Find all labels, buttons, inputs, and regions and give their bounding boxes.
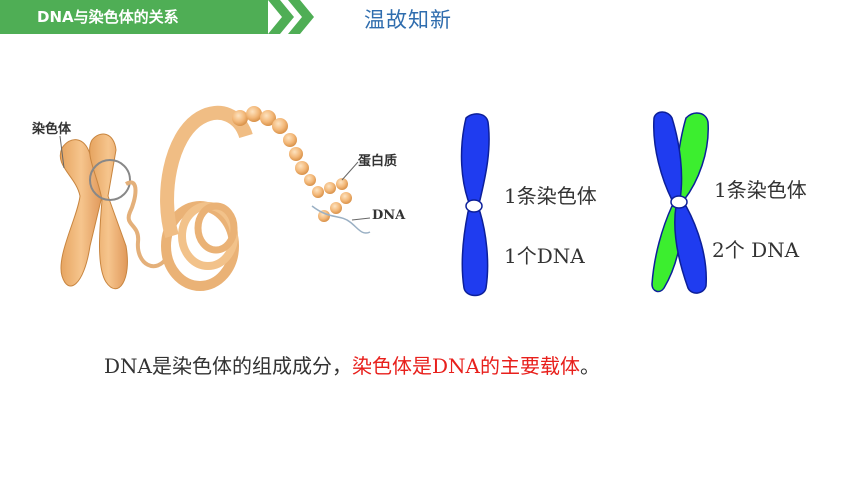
double-label-chromosome: 1条染色体 xyxy=(714,178,807,202)
single-chromatid-diagram xyxy=(460,113,490,297)
centromere xyxy=(465,199,483,213)
label-chromosome: 染色体 xyxy=(32,122,72,137)
double-label-dna: 2个 DNA xyxy=(712,238,800,262)
zoom-circle xyxy=(89,159,131,201)
caption-part-3: 。 xyxy=(579,354,600,378)
chromosome-shape xyxy=(59,133,128,290)
chevron-arrows-icon xyxy=(268,0,314,34)
nucleosome-beads xyxy=(232,106,352,222)
chromosome-dna-illustration xyxy=(59,105,371,291)
caption-highlight: 染色体是DNA的主要载体 xyxy=(351,354,580,378)
slide-title: 温故知新 xyxy=(364,8,452,32)
label-protein: 蛋白质 xyxy=(358,154,398,169)
single-label-dna: 1个DNA xyxy=(504,244,585,268)
single-label-chromosome: 1条染色体 xyxy=(504,184,597,208)
solenoid-coil xyxy=(160,105,253,291)
summary-caption: DNA是染色体的组成成分，染色体是DNA的主要载体。 xyxy=(104,350,600,379)
replicated-chromosome-diagram xyxy=(651,111,709,294)
caption-part-1: DNA是染色体的组成成分， xyxy=(104,354,352,378)
section-banner: DNA与染色体的关系 xyxy=(0,0,268,34)
centromere xyxy=(670,195,688,209)
banner-title: DNA与染色体的关系 xyxy=(37,8,179,26)
label-dna: DNA xyxy=(372,208,406,223)
